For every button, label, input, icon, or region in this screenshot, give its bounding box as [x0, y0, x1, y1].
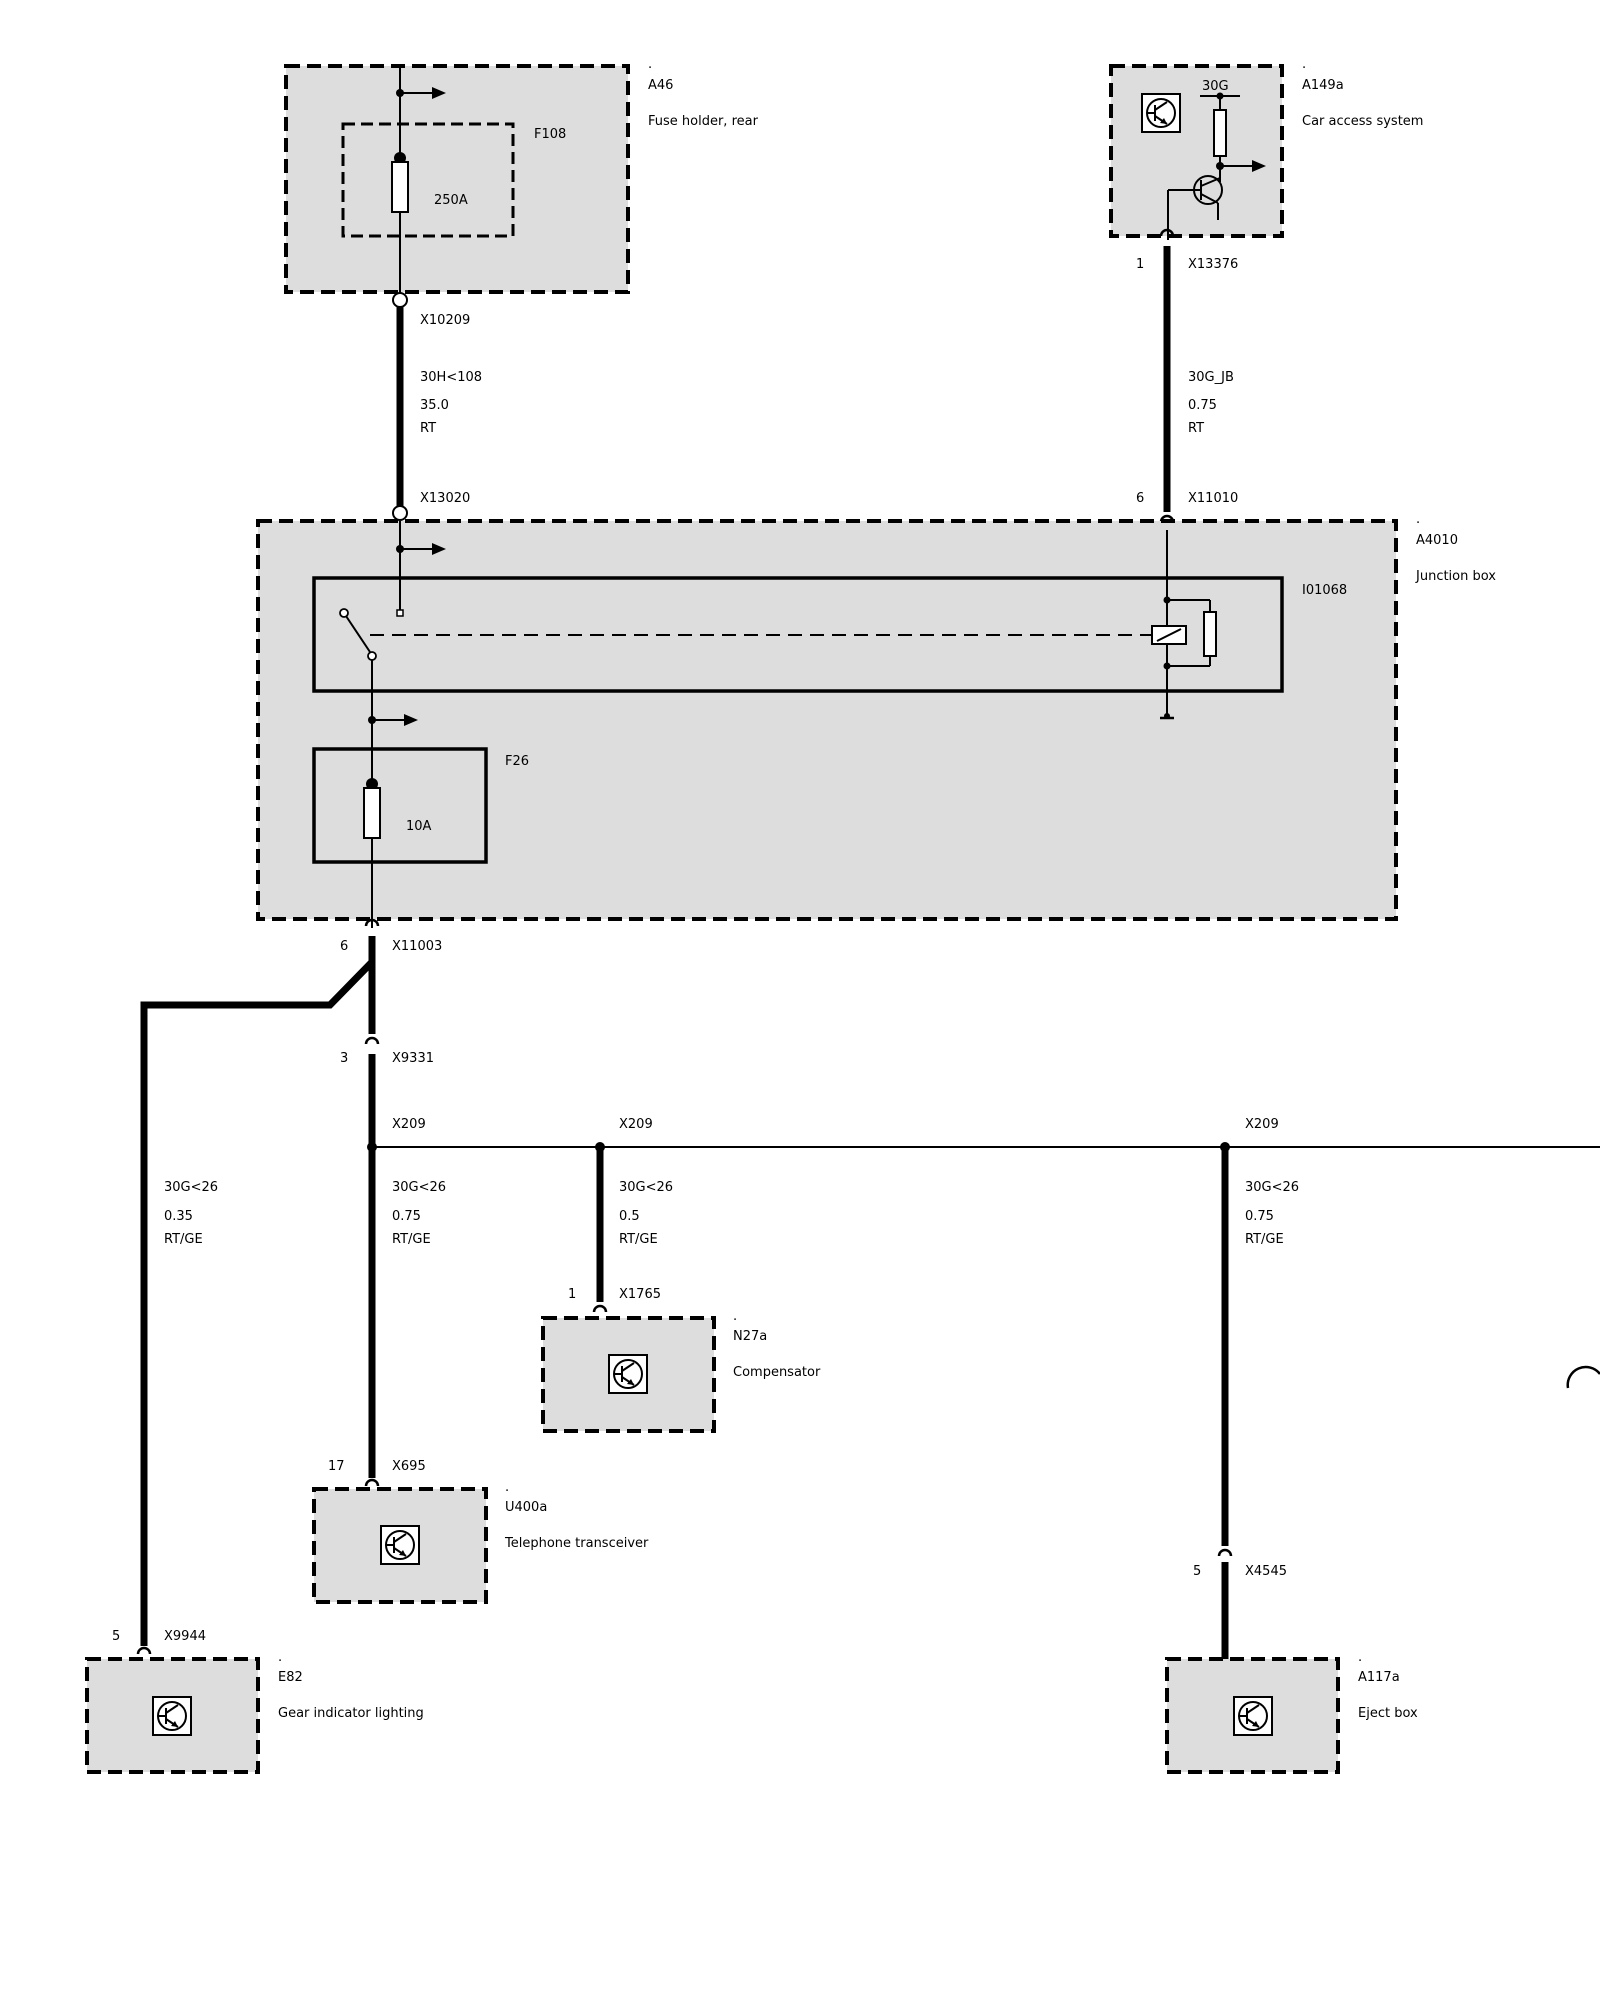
component-a149a: 30G . A149a Car access system	[1109, 57, 1423, 240]
u400a-id: U400a	[505, 1500, 547, 1515]
svg-text:30G<26: 30G<26	[164, 1180, 218, 1195]
transistor-module-icon	[1141, 93, 1181, 133]
connector-x209-a: X209	[392, 1117, 426, 1132]
svg-text:0.35: 0.35	[164, 1209, 193, 1224]
svg-text:.: .	[278, 1650, 282, 1665]
n27a-desc: Compensator	[733, 1365, 821, 1380]
component-a117a: . A117a Eject box	[1165, 1650, 1418, 1774]
wire-e82	[140, 959, 375, 1646]
svg-text:RT/GE: RT/GE	[392, 1232, 431, 1247]
svg-text:30G_JB: 30G_JB	[1188, 370, 1234, 385]
svg-text:30G<26: 30G<26	[392, 1180, 446, 1195]
svg-text:30H<108: 30H<108	[420, 370, 482, 385]
fuse-icon	[363, 778, 381, 839]
svg-text:0.75: 0.75	[1245, 1209, 1274, 1224]
a46-desc: Fuse holder, rear	[648, 114, 759, 129]
transistor-module-icon	[152, 1696, 192, 1736]
f108-rating: 250A	[434, 193, 468, 208]
svg-text:5: 5	[112, 1629, 120, 1644]
f26-box	[312, 747, 488, 864]
a4010-desc: Junction box	[1415, 569, 1496, 584]
connector-x9331: X9331	[392, 1051, 434, 1066]
connector-x1765: X1765	[619, 1287, 661, 1302]
component-u400a: . U400a Telephone transceiver	[312, 1480, 649, 1604]
component-n27a: . N27a Compensator	[541, 1309, 821, 1433]
component-e82: . E82 Gear indicator lighting	[85, 1650, 424, 1774]
f26-rating: 10A	[406, 819, 432, 834]
svg-text:.: .	[648, 57, 652, 72]
svg-text:30G<26: 30G<26	[1245, 1180, 1299, 1195]
a149a-box	[1109, 64, 1284, 238]
svg-text:5: 5	[1193, 1564, 1201, 1579]
transistor-module-icon	[608, 1354, 648, 1394]
connector-x11003: X11003	[392, 939, 442, 954]
connector-x695: X695	[392, 1459, 426, 1474]
svg-text:17: 17	[328, 1459, 345, 1474]
f26-id: F26	[505, 754, 529, 769]
svg-text:RT: RT	[1188, 421, 1204, 436]
e82-desc: Gear indicator lighting	[278, 1706, 424, 1721]
fuse-icon	[391, 152, 409, 213]
svg-text:RT/GE: RT/GE	[619, 1232, 658, 1247]
n27a-id: N27a	[733, 1329, 767, 1344]
a117a-desc: Eject box	[1358, 1706, 1418, 1721]
transistor-module-icon	[1233, 1696, 1273, 1736]
connector-x4545: X4545	[1245, 1564, 1287, 1579]
a149a-desc: Car access system	[1302, 114, 1423, 129]
connector-x10209: X10209	[420, 313, 470, 328]
component-a46: 250A F108 . A46 Fuse holder, rear	[284, 57, 759, 300]
a117a-id: A117a	[1358, 1670, 1400, 1685]
svg-text:0.75: 0.75	[1188, 398, 1217, 413]
transistor-module-icon	[380, 1525, 420, 1565]
svg-text:RT/GE: RT/GE	[1245, 1232, 1284, 1247]
a149a-terminal: 30G	[1202, 79, 1229, 94]
svg-text:35.0: 35.0	[420, 398, 449, 413]
u400a-desc: Telephone transceiver	[504, 1536, 649, 1551]
component-a4010: 10A F26 I01068 . A4010 Junction box	[256, 512, 1496, 928]
offscreen-arc	[1566, 1365, 1600, 1389]
svg-text:.: .	[1416, 512, 1420, 527]
svg-text:.: .	[733, 1309, 737, 1324]
relay-icon	[339, 530, 1217, 720]
connector-x11010: X11010	[1188, 491, 1238, 506]
a4010-id: A4010	[1416, 533, 1458, 548]
i01068-id: I01068	[1302, 583, 1347, 598]
svg-text:6: 6	[340, 939, 348, 954]
f108-id: F108	[534, 127, 566, 142]
svg-text:1: 1	[1136, 257, 1144, 272]
svg-text:.: .	[1358, 1650, 1362, 1665]
connector-x209-b: X209	[619, 1117, 653, 1132]
a46-box	[284, 64, 630, 294]
svg-text:1: 1	[568, 1287, 576, 1302]
svg-text:RT: RT	[420, 421, 436, 436]
svg-text:0.75: 0.75	[392, 1209, 421, 1224]
f108-box	[341, 122, 515, 238]
svg-text:.: .	[505, 1480, 509, 1495]
svg-text:0.5: 0.5	[619, 1209, 640, 1224]
svg-text:6: 6	[1136, 491, 1144, 506]
svg-text:3: 3	[340, 1051, 348, 1066]
connector-x13020: X13020	[420, 491, 470, 506]
connector-x209-c: X209	[1245, 1117, 1279, 1132]
svg-text:.: .	[1302, 57, 1306, 72]
a149a-id: A149a	[1302, 78, 1344, 93]
e82-id: E82	[278, 1670, 303, 1685]
connector-x13376: X13376	[1188, 257, 1238, 272]
svg-text:30G<26: 30G<26	[619, 1180, 673, 1195]
connector-x9944: X9944	[164, 1629, 206, 1644]
a46-id: A46	[648, 78, 673, 93]
svg-text:RT/GE: RT/GE	[164, 1232, 203, 1247]
